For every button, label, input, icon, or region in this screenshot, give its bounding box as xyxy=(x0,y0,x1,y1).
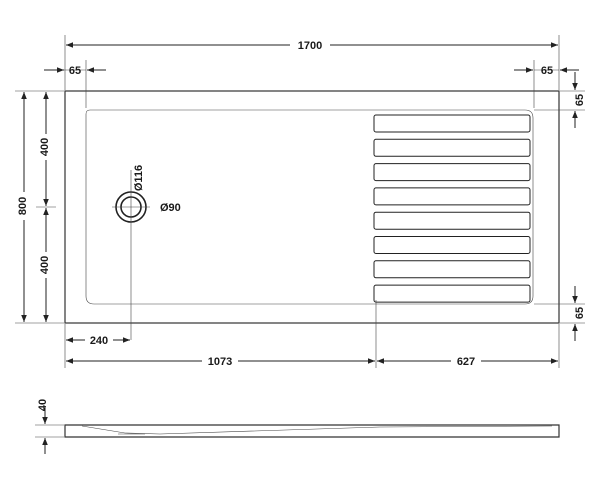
dim-border-bottom: 65 xyxy=(574,307,586,319)
waste-outlet xyxy=(112,170,150,340)
tray-side-profile xyxy=(64,424,560,438)
dim-half-width-bottom: 400 xyxy=(39,256,51,274)
drainage-rib xyxy=(373,211,531,230)
plan-dimensions: 1700 65 65 65 65 800 xyxy=(14,35,586,368)
dim-half-width-top: 400 xyxy=(39,138,51,156)
dim-border-left: 65 xyxy=(69,65,81,77)
drainage-rib xyxy=(373,114,531,133)
drainage-rib xyxy=(373,236,531,254)
drainage-ribs xyxy=(373,114,531,303)
drainage-rib xyxy=(373,138,531,157)
drainage-rib xyxy=(373,284,531,303)
side-elevation: 40 xyxy=(35,399,560,454)
drainage-rib xyxy=(373,187,531,206)
dim-waste-offset: 240 xyxy=(90,335,108,347)
plan-view: Ø116 Ø90 xyxy=(64,90,560,340)
dim-overall-width: 800 xyxy=(17,197,29,215)
tray-outline xyxy=(64,90,560,324)
dim-ribbed-section: 627 xyxy=(457,356,475,368)
dim-tray-height: 40 xyxy=(37,399,49,411)
dim-border-top: 65 xyxy=(574,94,586,106)
dim-flat-section: 1073 xyxy=(208,356,232,368)
dim-border-right: 65 xyxy=(541,65,553,77)
dim-overall-length: 1700 xyxy=(298,40,322,52)
drainage-rib xyxy=(373,163,531,182)
tray-inner-basin xyxy=(85,109,534,305)
waste-inner-diameter-label: Ø90 xyxy=(160,202,181,214)
drainage-rib xyxy=(373,260,531,279)
waste-outer-diameter-label: Ø116 xyxy=(133,165,145,191)
